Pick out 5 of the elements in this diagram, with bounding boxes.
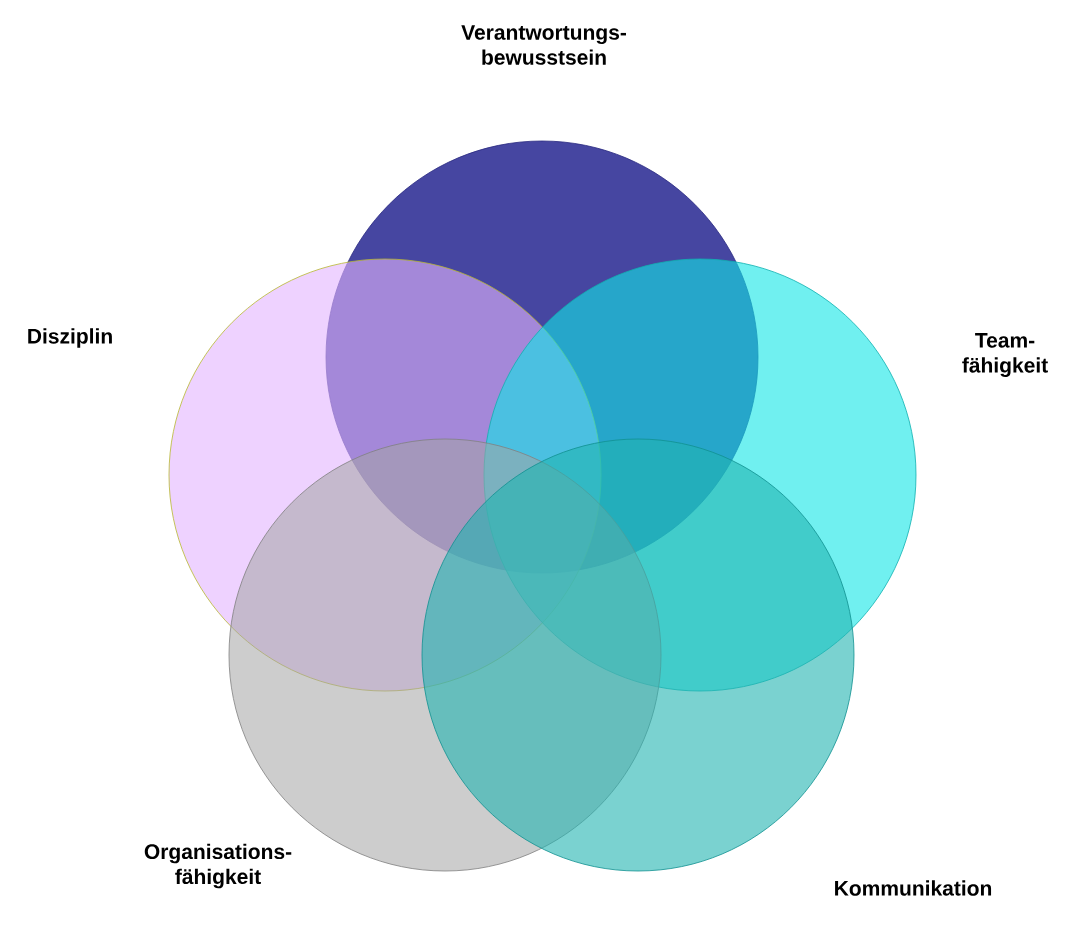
circle-label: Kommunikation	[835, 880, 992, 896]
circle-label: Team- fähigkeit	[962, 333, 1048, 377]
circle-label: Verantwortungs- bewusstsein	[461, 25, 626, 65]
circle-label: Disziplin	[28, 328, 112, 348]
circle-label: Organisations- fähigkeit	[144, 843, 292, 889]
